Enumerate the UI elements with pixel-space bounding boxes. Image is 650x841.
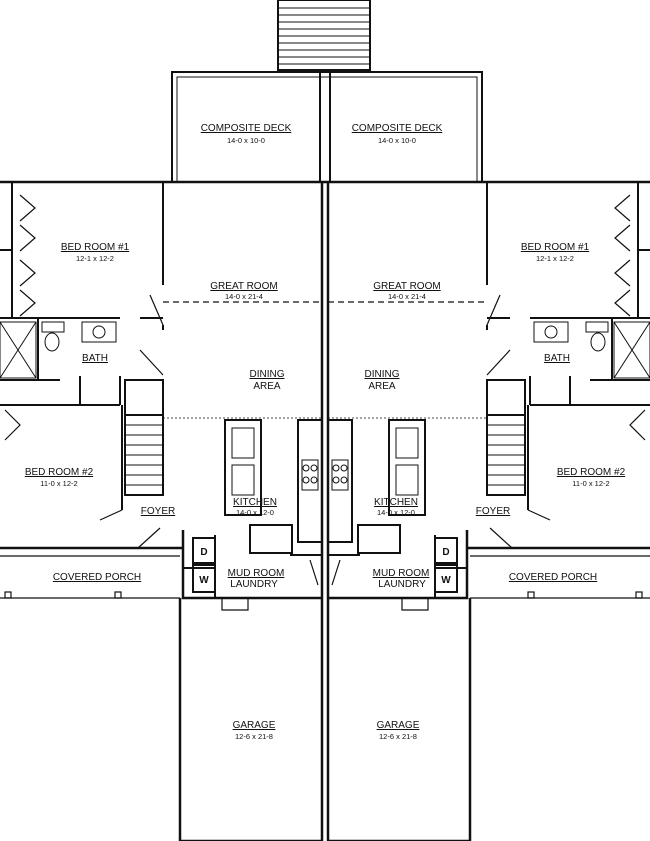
laundry-left-label: LAUNDRY bbox=[230, 579, 278, 590]
deck-outline bbox=[171, 71, 483, 182]
dryer-right-label: D bbox=[442, 547, 449, 558]
deck-right-label: COMPOSITE DECK bbox=[352, 123, 443, 134]
kitchen-left-label: KITCHEN bbox=[233, 497, 277, 508]
washer-right-label: W bbox=[441, 575, 451, 586]
right-unit-walls bbox=[327, 182, 650, 598]
bath-right-label: BATH bbox=[544, 353, 570, 364]
dining-left-label: DINING bbox=[250, 369, 285, 380]
ceiling-lines bbox=[163, 301, 487, 419]
deck-stairs bbox=[277, 0, 371, 71]
kitchen-left-dim: 14-0 x 12-0 bbox=[236, 508, 274, 517]
bed2-right-label: BED ROOM #2 bbox=[557, 467, 626, 478]
bed1-right-dim: 12-1 x 12-2 bbox=[536, 254, 574, 263]
great-room-left-label: GREAT ROOM bbox=[210, 281, 277, 292]
bed2-left-dim: 11-0 x 12-2 bbox=[40, 479, 77, 488]
porch-left-label: COVERED PORCH bbox=[53, 572, 141, 583]
foyer-right-label: FOYER bbox=[476, 506, 510, 517]
garage-left-label: GARAGE bbox=[233, 720, 276, 731]
dining-left-label-2: AREA bbox=[253, 381, 281, 392]
bed2-right-dim: 11-0 x 12-2 bbox=[572, 479, 609, 488]
great-room-right-label: GREAT ROOM bbox=[373, 281, 440, 292]
exterior-walls bbox=[0, 180, 650, 841]
garage-left-dim: 12-6 x 21-8 bbox=[235, 732, 273, 741]
washer-left-label: W bbox=[199, 575, 209, 586]
deck-right-dim: 14-0 x 10-0 bbox=[378, 136, 416, 145]
room-labels: COMPOSITE DECK 14-0 x 10-0 COMPOSITE DEC… bbox=[25, 123, 626, 741]
interior-stair-treads bbox=[125, 424, 525, 486]
great-room-left-dim: 14-0 x 21-4 bbox=[225, 292, 263, 301]
deck-left-label: COMPOSITE DECK bbox=[201, 123, 292, 134]
left-unit-walls bbox=[0, 182, 323, 598]
deck-left-dim: 14-0 x 10-0 bbox=[227, 136, 265, 145]
kitchen-fixtures bbox=[231, 427, 419, 496]
dining-right-label-2: AREA bbox=[368, 381, 396, 392]
mud-room-right-label: MUD ROOM bbox=[373, 568, 430, 579]
bed1-left-dim: 12-1 x 12-2 bbox=[76, 254, 114, 263]
garage-right-label: GARAGE bbox=[377, 720, 420, 731]
foyer-left-label: FOYER bbox=[141, 506, 175, 517]
bath-left-label: BATH bbox=[82, 353, 108, 364]
dining-right-label: DINING bbox=[365, 369, 400, 380]
bed1-left-label: BED ROOM #1 bbox=[61, 242, 130, 253]
kitchen-right-dim: 14-0 x 12-0 bbox=[377, 508, 415, 517]
door-swings bbox=[4, 194, 646, 611]
mud-room-left-label: MUD ROOM bbox=[228, 568, 285, 579]
great-room-right-dim: 14-0 x 21-4 bbox=[388, 292, 426, 301]
porch-outline bbox=[0, 555, 650, 599]
bed2-left-label: BED ROOM #2 bbox=[25, 467, 94, 478]
bath-fixtures bbox=[0, 321, 650, 379]
garage-right-dim: 12-6 x 21-8 bbox=[379, 732, 417, 741]
bed1-right-label: BED ROOM #1 bbox=[521, 242, 590, 253]
dryer-left-label: D bbox=[200, 547, 207, 558]
kitchen-right-label: KITCHEN bbox=[374, 497, 418, 508]
laundry-right-label: LAUNDRY bbox=[378, 579, 426, 590]
porch-right-label: COVERED PORCH bbox=[509, 572, 597, 583]
